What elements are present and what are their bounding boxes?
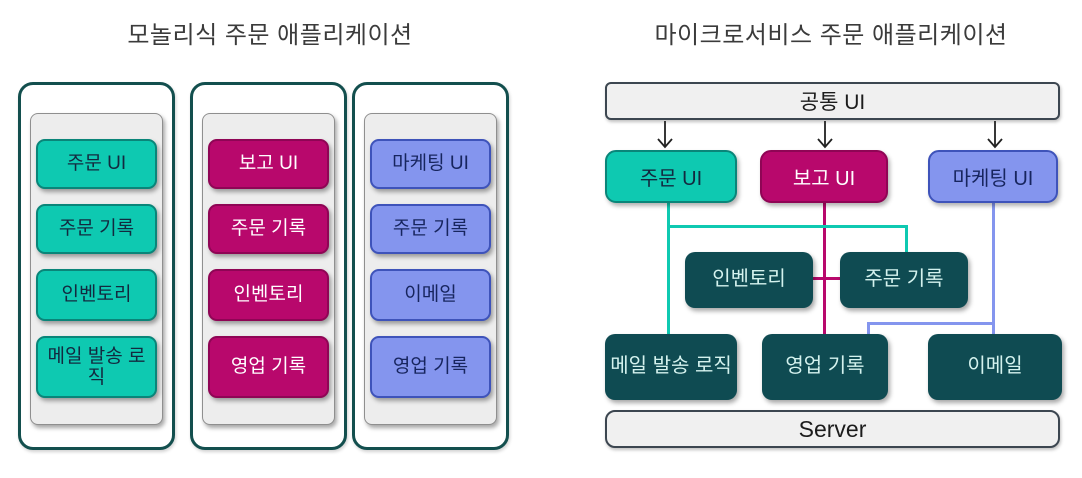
- monolith-box: 주문 기록: [370, 204, 491, 254]
- monolith-panel: 주문 UI 주문 기록 인벤토리 메일 발송 로직: [30, 113, 163, 425]
- order-connector-line: [667, 203, 670, 334]
- server-bar: Server: [605, 410, 1060, 448]
- report-connector-line: [823, 203, 826, 334]
- monolith-container-order: 주문 UI 주문 기록 인벤토리 메일 발송 로직: [18, 82, 175, 450]
- order-record-service-box: 주문 기록: [840, 252, 968, 308]
- monolith-box: 주문 기록: [36, 204, 157, 254]
- mail-logic-service-box: 메일 발송 로직: [605, 334, 737, 400]
- inventory-service-box: 인벤토리: [685, 252, 813, 308]
- marketing-connector-line: [867, 322, 870, 334]
- common-ui-bar: 공통 UI: [605, 82, 1060, 120]
- marketing-connector-line: [992, 203, 995, 334]
- monolith-box: 이메일: [370, 269, 491, 321]
- arrow-down-icon: [657, 121, 673, 149]
- inventory-orderrecord-connector-line: [812, 277, 841, 280]
- monolith-box: 주문 UI: [36, 139, 157, 189]
- monolith-box: 보고 UI: [208, 139, 329, 189]
- monolith-box: 영업 기록: [208, 336, 329, 398]
- microservices-title: 마이크로서비스 주문 애플리케이션: [654, 22, 1008, 49]
- order-ui-box: 주문 UI: [605, 150, 737, 203]
- monolith-container-report: 보고 UI 주문 기록 인벤토리 영업 기록: [190, 82, 347, 450]
- report-ui-box: 보고 UI: [760, 150, 888, 203]
- monolith-container-marketing: 마케팅 UI 주문 기록 이메일 영업 기록: [352, 82, 509, 450]
- email-service-box: 이메일: [928, 334, 1062, 400]
- monolith-box: 인벤토리: [36, 269, 157, 321]
- order-connector-line: [667, 225, 908, 228]
- marketing-ui-box: 마케팅 UI: [928, 150, 1058, 203]
- arrow-down-icon: [987, 121, 1003, 149]
- monolith-box: 마케팅 UI: [370, 139, 491, 189]
- monolith-box: 메일 발송 로직: [36, 336, 157, 398]
- monolith-panel: 보고 UI 주문 기록 인벤토리 영업 기록: [202, 113, 335, 425]
- marketing-connector-line: [867, 322, 995, 325]
- order-connector-line: [905, 225, 908, 252]
- monolith-box: 주문 기록: [208, 204, 329, 254]
- monolith-box: 인벤토리: [208, 269, 329, 321]
- monolith-panel: 마케팅 UI 주문 기록 이메일 영업 기록: [364, 113, 497, 425]
- arrow-down-icon: [817, 121, 833, 149]
- monolith-box: 영업 기록: [370, 336, 491, 398]
- monolith-title: 모놀리식 주문 애플리케이션: [127, 22, 413, 49]
- sales-record-service-box: 영업 기록: [762, 334, 888, 400]
